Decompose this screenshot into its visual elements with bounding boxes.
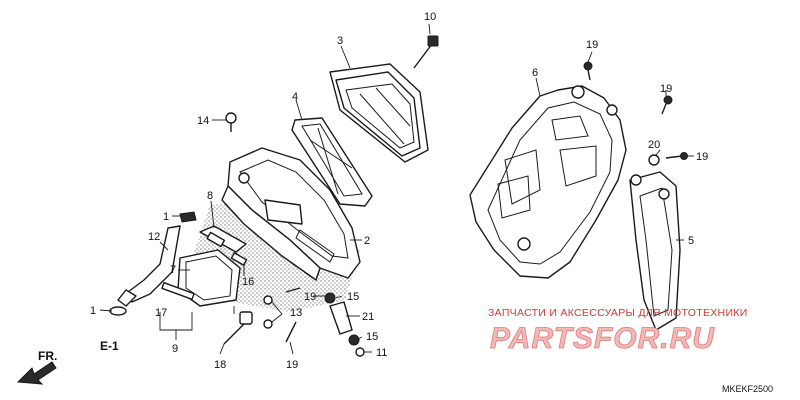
air-filter-element [329,63,429,163]
callout-5: 5 [688,235,694,247]
direction-label: FR. [38,349,57,363]
callout-12: 12 [148,231,160,243]
callout-3: 3 [337,35,343,47]
callout-10: 10 [424,11,436,23]
right-hardware [583,61,688,166]
callout-17: 17 [155,307,167,319]
air-cleaner-side-cover [469,85,627,279]
callout-20: 20 [648,139,660,151]
callout-11: 11 [376,347,387,359]
callout-13: 13 [290,307,302,319]
callout-labels: 10 3 4 14 8 1 2 12 7 16 1 17 9 13 19 15 … [90,11,708,371]
callout-4: 4 [292,91,298,103]
callout-19-bottom: 19 [286,359,298,371]
callout-21: 21 [362,311,374,323]
section-reference: E-1 [100,339,119,353]
callout-1-bottom: 1 [90,305,96,317]
callout-16: 16 [242,276,254,288]
connecting-boot [161,225,248,307]
callout-8: 8 [207,190,213,202]
callout-9: 9 [172,343,178,355]
hardware [109,35,439,357]
filter-cage [291,117,373,207]
callout-19-right: 19 [660,83,672,95]
callout-1-top: 1 [163,211,169,223]
callout-6: 6 [532,67,538,79]
callout-19-mid: 19 [304,291,316,303]
diagram-code: MKEKF2500 [722,384,773,394]
callout-15-top: 15 [347,291,359,303]
guard-plate [629,171,681,331]
air-cleaner-case [188,147,361,312]
callout-19-top-right: 19 [586,39,598,51]
watermark: ЗАПЧАСТИ И АКСЕССУАРЫ ДЛЯ МОТОТЕХНИКИ PA… [488,307,748,355]
callout-18: 18 [214,359,226,371]
leader-lines [99,23,694,355]
callout-7: 7 [170,264,176,276]
callout-2: 2 [364,235,370,247]
callout-19-far-right: 19 [696,151,708,163]
watermark-logo: PARTSFOR.RU [490,322,715,355]
front-direction-arrow: FR. [16,349,57,385]
callout-15-bottom: 15 [366,331,378,343]
watermark-subtitle: ЗАПЧАСТИ И АКСЕССУАРЫ ДЛЯ МОТОТЕХНИКИ [488,307,748,319]
callout-14: 14 [197,115,209,127]
breather-tube [117,225,181,307]
